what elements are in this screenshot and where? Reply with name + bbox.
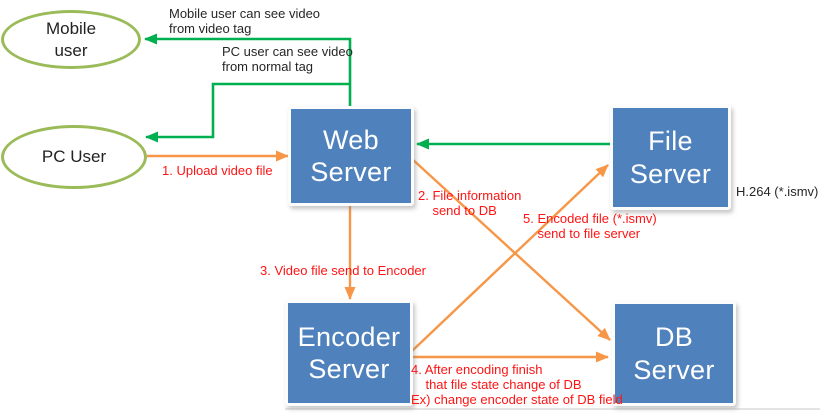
node-encoder-server-label: Encoder Server xyxy=(297,321,401,384)
node-db-server-label: DB Server xyxy=(633,322,715,385)
node-db-server: DB Server xyxy=(612,301,736,406)
label-codec-note: H.264 (*.ismv) xyxy=(736,184,819,199)
label-step3-send-encoder: 3. Video file send to Encoder xyxy=(260,263,426,278)
edge-web-to-db xyxy=(410,157,611,341)
node-pc-user-label: PC User xyxy=(41,147,107,167)
node-web-server: Web Server xyxy=(288,106,414,206)
label-step4-encoding-finish: 4. After encoding finish that file state… xyxy=(411,362,623,407)
label-step1-upload: 1. Upload video file xyxy=(162,163,273,178)
label-pc-flow: PC user can see video from normal tag xyxy=(222,44,353,74)
node-web-server-label: Web Server xyxy=(310,124,392,187)
edge-web-to-pc xyxy=(145,82,350,143)
node-file-server: File Server xyxy=(610,105,731,210)
label-mobile-flow: Mobile user can see video from video tag xyxy=(169,6,321,36)
node-pc-user: PC User xyxy=(1,125,147,189)
node-mobile-user: Mobile user xyxy=(1,10,141,69)
node-mobile-user-label: Mobile user xyxy=(45,19,97,60)
node-encoder-server: Encoder Server xyxy=(285,300,413,406)
edge-encoder-to-file xyxy=(411,164,609,352)
label-step2-file-info: 2. File information send to DB xyxy=(418,188,522,218)
label-step5-encoded-file: 5. Encoded file (*.ismv) send to file se… xyxy=(523,211,657,241)
node-file-server-label: File Server xyxy=(629,126,712,189)
